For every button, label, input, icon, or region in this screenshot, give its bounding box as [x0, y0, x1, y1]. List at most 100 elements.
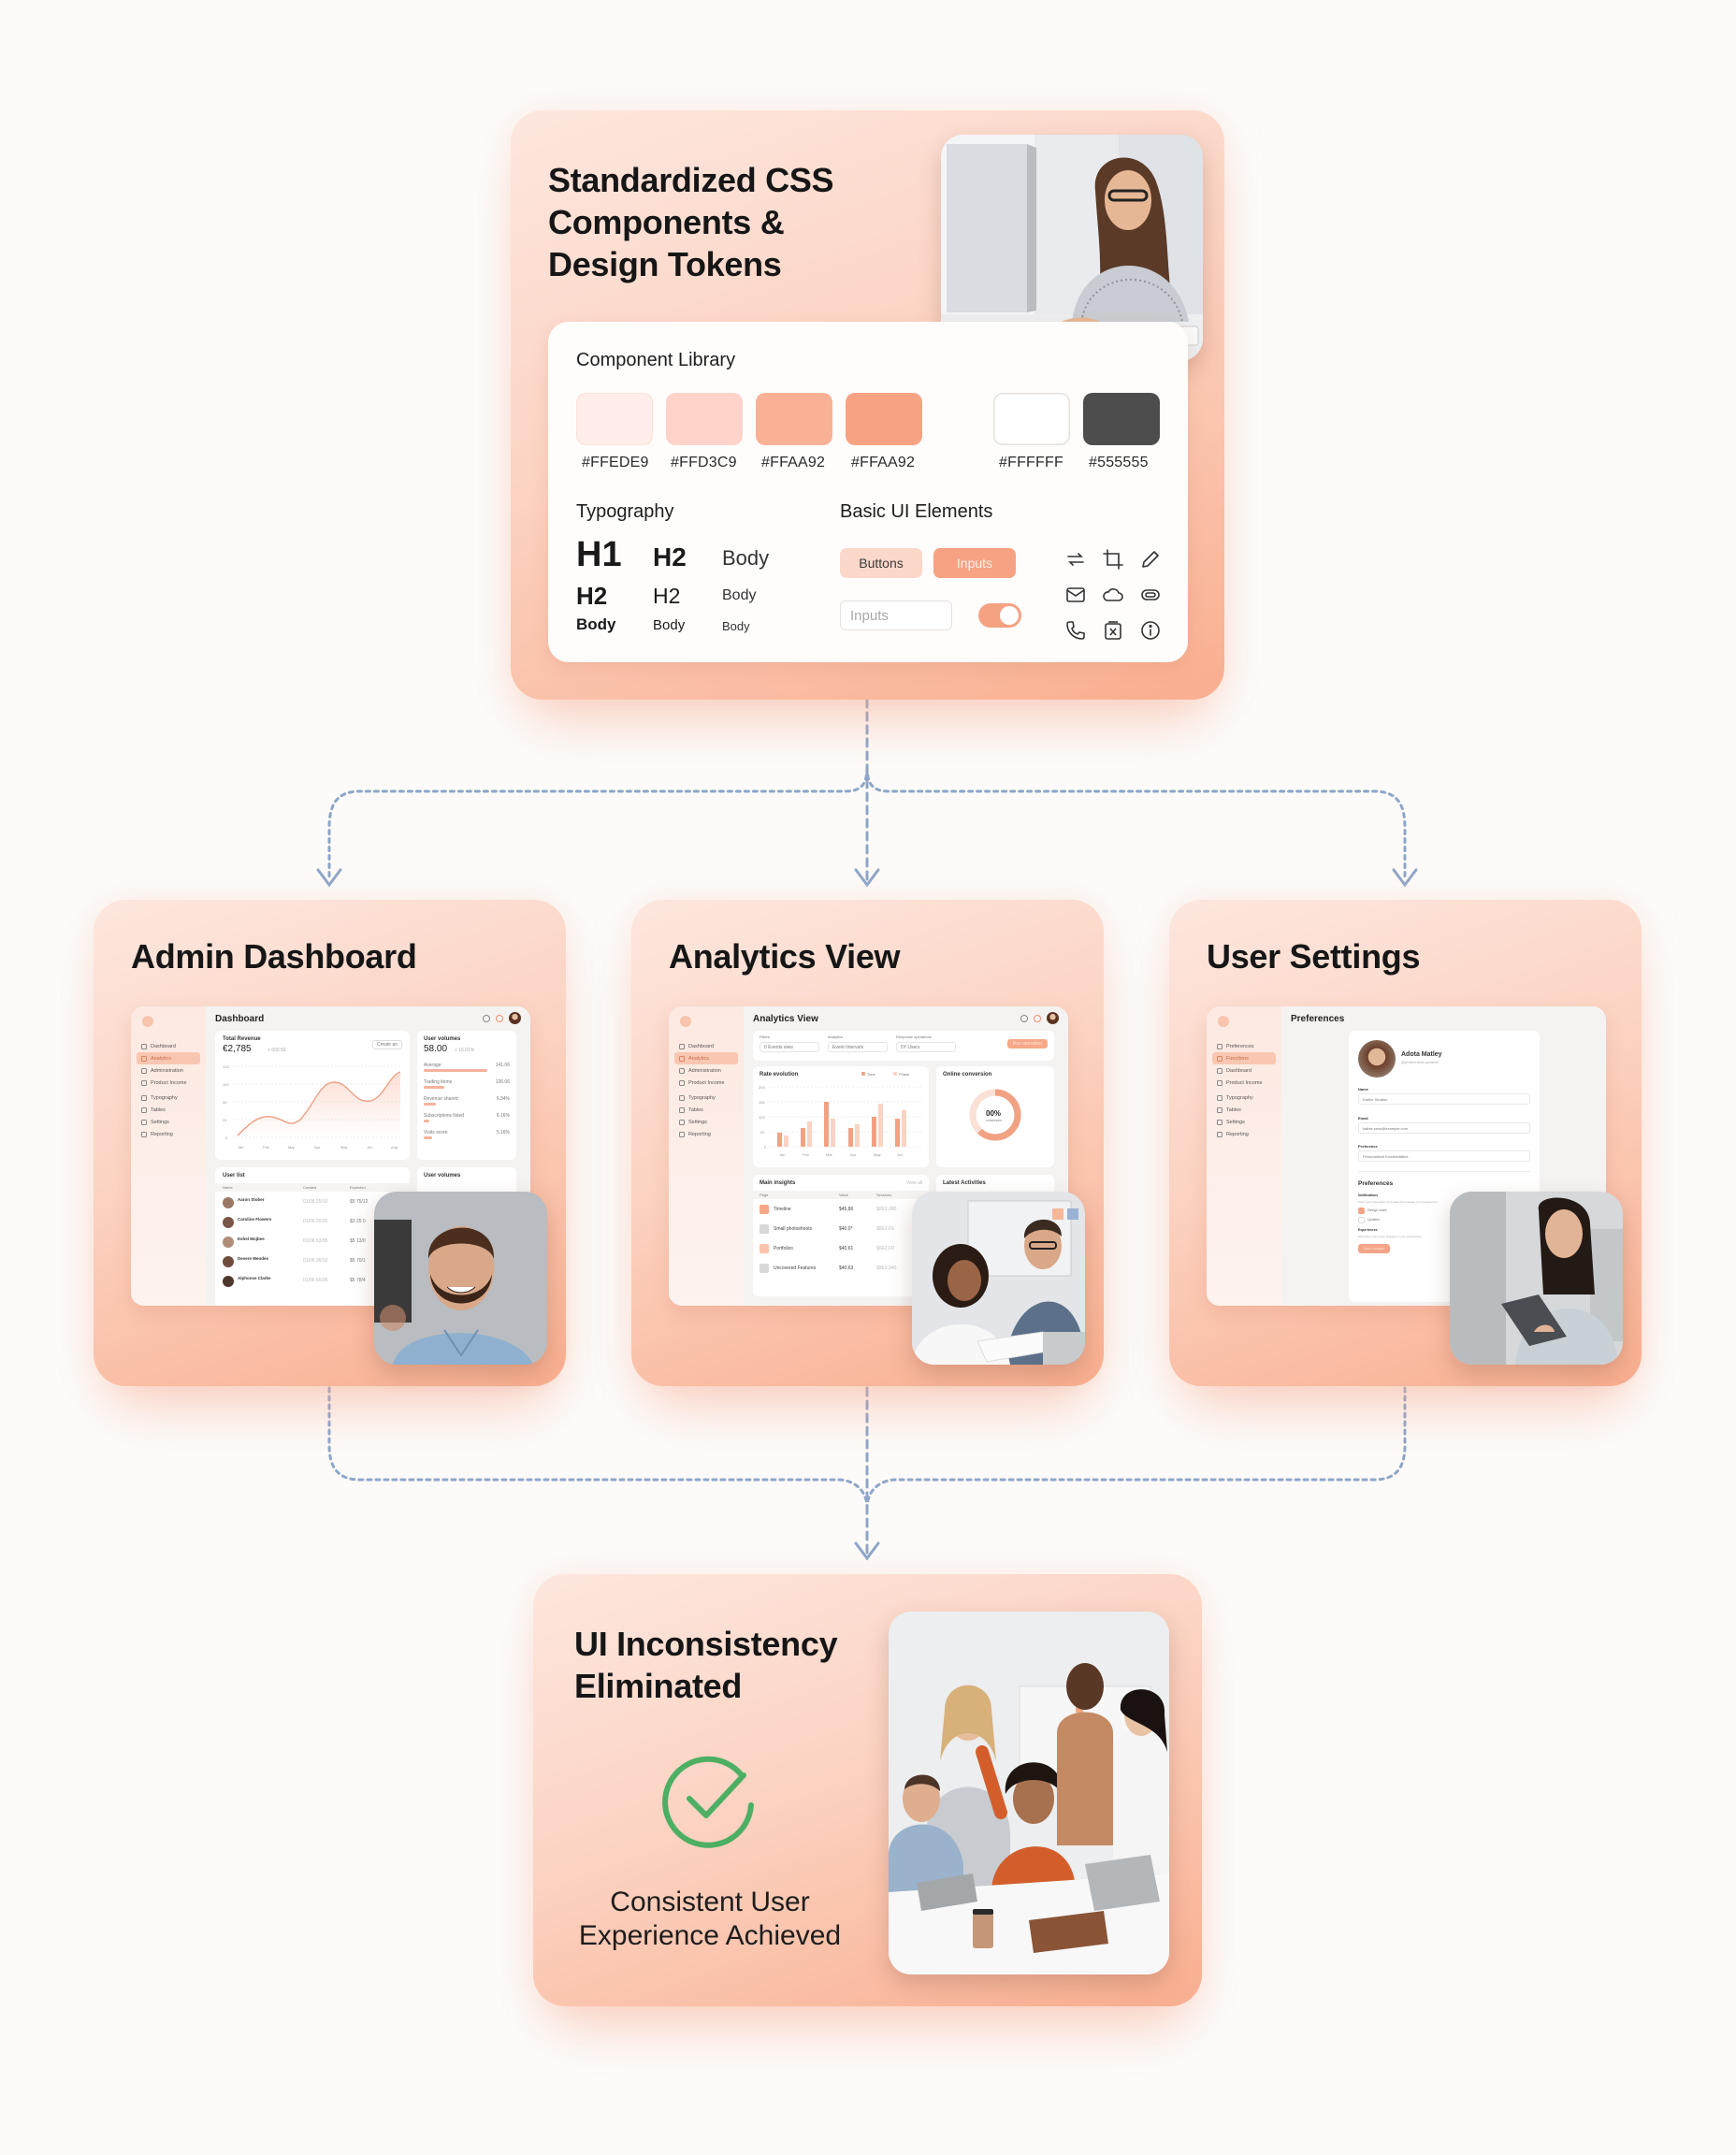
- sidebar-item[interactable]: Dashboard: [137, 1040, 200, 1052]
- table-row[interactable]: Uncovered Features $40,63 $9E2,040: [753, 1262, 929, 1277]
- profile-avatar[interactable]: [1358, 1040, 1396, 1078]
- view-all-link[interactable]: View all: [905, 1180, 922, 1186]
- table-row[interactable]: Devere Mendes 01/06 36/10 $5 70/1: [215, 1254, 410, 1269]
- sidebar-item[interactable]: Dashboard: [1212, 1064, 1276, 1077]
- legend-phase: Phase: [893, 1072, 909, 1077]
- user-volumes-panel: User volumes 58.00 + 16.01% Average 141.…: [417, 1031, 516, 1160]
- mock-header-icons: [483, 1012, 521, 1024]
- sidebar-item[interactable]: Administration: [137, 1064, 200, 1077]
- table-row[interactable]: Aaron Stober 01/06 25/10 $5 75/12: [215, 1195, 410, 1210]
- typo-h2-sample: H2: [576, 582, 608, 610]
- filter-select[interactable]: 5Y Users: [896, 1042, 956, 1052]
- sidebar-item[interactable]: Administration: [674, 1064, 738, 1077]
- sidebar-item[interactable]: Tables: [1212, 1104, 1276, 1116]
- donut-chart: [969, 1089, 1021, 1141]
- email-input[interactable]: kathie.sens@example.com: [1358, 1122, 1530, 1134]
- checkbox-unchecked[interactable]: [1358, 1217, 1365, 1223]
- svg-text:Jan: Jan: [238, 1145, 243, 1150]
- swatch-label: #FFAA92: [761, 455, 826, 470]
- swatch-ffd3c9[interactable]: [666, 393, 743, 445]
- metric-label: Revenue shared: [424, 1096, 458, 1102]
- save-changes-button[interactable]: Save changes: [1358, 1244, 1391, 1253]
- pill-icon[interactable]: [1139, 584, 1162, 606]
- checkbox-label: Design notes: [1367, 1208, 1387, 1212]
- swatch-ffede9[interactable]: [576, 393, 653, 445]
- swatch-ffaa92-b[interactable]: [846, 393, 922, 445]
- mail-icon[interactable]: [1064, 584, 1087, 606]
- swap-icon[interactable]: [1064, 548, 1087, 571]
- swatch-ffaa92-a[interactable]: [756, 393, 832, 445]
- profile-form-panel: Adota Matley @preferences.general Name K…: [1349, 1031, 1540, 1302]
- sidebar-item[interactable]: Settings: [1212, 1116, 1276, 1128]
- sidebar-item[interactable]: Reporting: [674, 1128, 738, 1140]
- sidebar-item[interactable]: Product Income: [674, 1077, 738, 1089]
- name-input[interactable]: Kathie Stratton: [1358, 1093, 1530, 1105]
- avatar[interactable]: [1047, 1012, 1059, 1024]
- metric-value: 6.34%: [496, 1096, 510, 1102]
- info-icon[interactable]: [1139, 619, 1162, 642]
- message-icon[interactable]: [483, 1014, 490, 1022]
- sidebar-item[interactable]: Dashboard: [674, 1040, 738, 1052]
- notification-bell-icon[interactable]: [1034, 1014, 1041, 1022]
- svg-text:0: 0: [764, 1145, 767, 1150]
- table-row[interactable]: Small photoshoots $40,0* $6E2,F6: [753, 1222, 929, 1237]
- secondary-button-sample[interactable]: Buttons: [840, 548, 922, 578]
- sidebar-item[interactable]: Settings: [674, 1116, 738, 1128]
- sidebar-item[interactable]: Preferences: [1212, 1040, 1276, 1052]
- primary-button-sample[interactable]: Inputs: [933, 548, 1016, 578]
- table-row[interactable]: Alphonse Clarke 01/06 65/26 $5 78/4: [215, 1274, 410, 1289]
- calendar-x-icon[interactable]: [1102, 619, 1124, 642]
- check-circle-icon: [662, 1756, 754, 1848]
- title-line: UI Inconsistency: [574, 1625, 838, 1663]
- swatch-555555[interactable]: [1083, 393, 1160, 445]
- sidebar-item-active[interactable]: Functions: [1212, 1052, 1276, 1064]
- pencil-icon[interactable]: [1139, 548, 1162, 571]
- sidebar-item[interactable]: Product Income: [1212, 1077, 1276, 1089]
- sidebar-item[interactable]: Settings: [137, 1116, 200, 1128]
- table-row[interactable]: Eshel Mojbee 01/06 63/95 $5 13/0: [215, 1235, 410, 1250]
- mock-sidebar: Preferences Functions Dashboard Product …: [1207, 1006, 1281, 1306]
- table-row[interactable]: Timeline $45,86 $6E2,080: [753, 1203, 929, 1218]
- sidebar-item[interactable]: Product Income: [137, 1077, 200, 1089]
- sidebar-item[interactable]: Reporting: [1212, 1128, 1276, 1140]
- sidebar-item[interactable]: Tables: [137, 1104, 200, 1116]
- table-row[interactable]: Caroline Flowers 01/06 20/26 $3 25 0: [215, 1215, 410, 1230]
- sidebar-item[interactable]: Typography: [674, 1092, 738, 1104]
- swatch-label: #555555: [1089, 455, 1149, 470]
- mock-main: Dashboard Total Revenue €2,785 + 600.56 …: [206, 1006, 530, 1306]
- filter-label: Filters: [760, 1034, 770, 1039]
- sidebar-item[interactable]: Typography: [137, 1092, 200, 1104]
- avatar[interactable]: [509, 1012, 521, 1024]
- run-button[interactable]: Run operation: [1006, 1039, 1048, 1049]
- sidebar-item[interactable]: Tables: [674, 1104, 738, 1116]
- export-button[interactable]: Create an: [372, 1040, 402, 1049]
- filter-label: Analytics: [828, 1034, 844, 1039]
- swatch-ffffff[interactable]: [993, 393, 1070, 445]
- title-line: Standardized CSS: [548, 161, 834, 199]
- analytics-view-title: Analytics View: [669, 937, 901, 976]
- text-input-sample[interactable]: Inputs: [840, 600, 952, 630]
- toggle-switch-sample[interactable]: [978, 603, 1021, 628]
- cloud-icon[interactable]: [1102, 584, 1124, 606]
- phone-icon[interactable]: [1064, 619, 1087, 642]
- sidebar-item[interactable]: Reporting: [137, 1128, 200, 1140]
- total-value: €2,785: [223, 1044, 252, 1054]
- filter-select[interactable]: Event Intervals: [828, 1042, 888, 1052]
- sidebar-item-active[interactable]: Analytics: [137, 1052, 200, 1064]
- crop-icon[interactable]: [1102, 548, 1124, 571]
- sidebar-item[interactable]: Typography: [1212, 1092, 1276, 1104]
- sidebar-item-active[interactable]: Analytics: [674, 1052, 738, 1064]
- profile-handle: @preferences.general: [1401, 1060, 1439, 1064]
- team-reviewing-document-photo: [912, 1192, 1085, 1365]
- legend-time: Time: [861, 1072, 875, 1077]
- checkbox-checked[interactable]: [1358, 1208, 1365, 1214]
- typo-body-sample: Body: [722, 546, 770, 570]
- notification-bell-icon[interactable]: [496, 1014, 503, 1022]
- table-row[interactable]: Portfolios $40,61 $6E2,F0: [753, 1242, 929, 1257]
- filter-select[interactable]: 0 Events view: [760, 1042, 819, 1052]
- preference-select[interactable]: Personalized functionalities: [1358, 1150, 1530, 1162]
- admin-dashboard-title: Admin Dashboard: [131, 937, 417, 976]
- field-label: Email: [1358, 1116, 1368, 1121]
- clock-icon[interactable]: [1020, 1014, 1028, 1022]
